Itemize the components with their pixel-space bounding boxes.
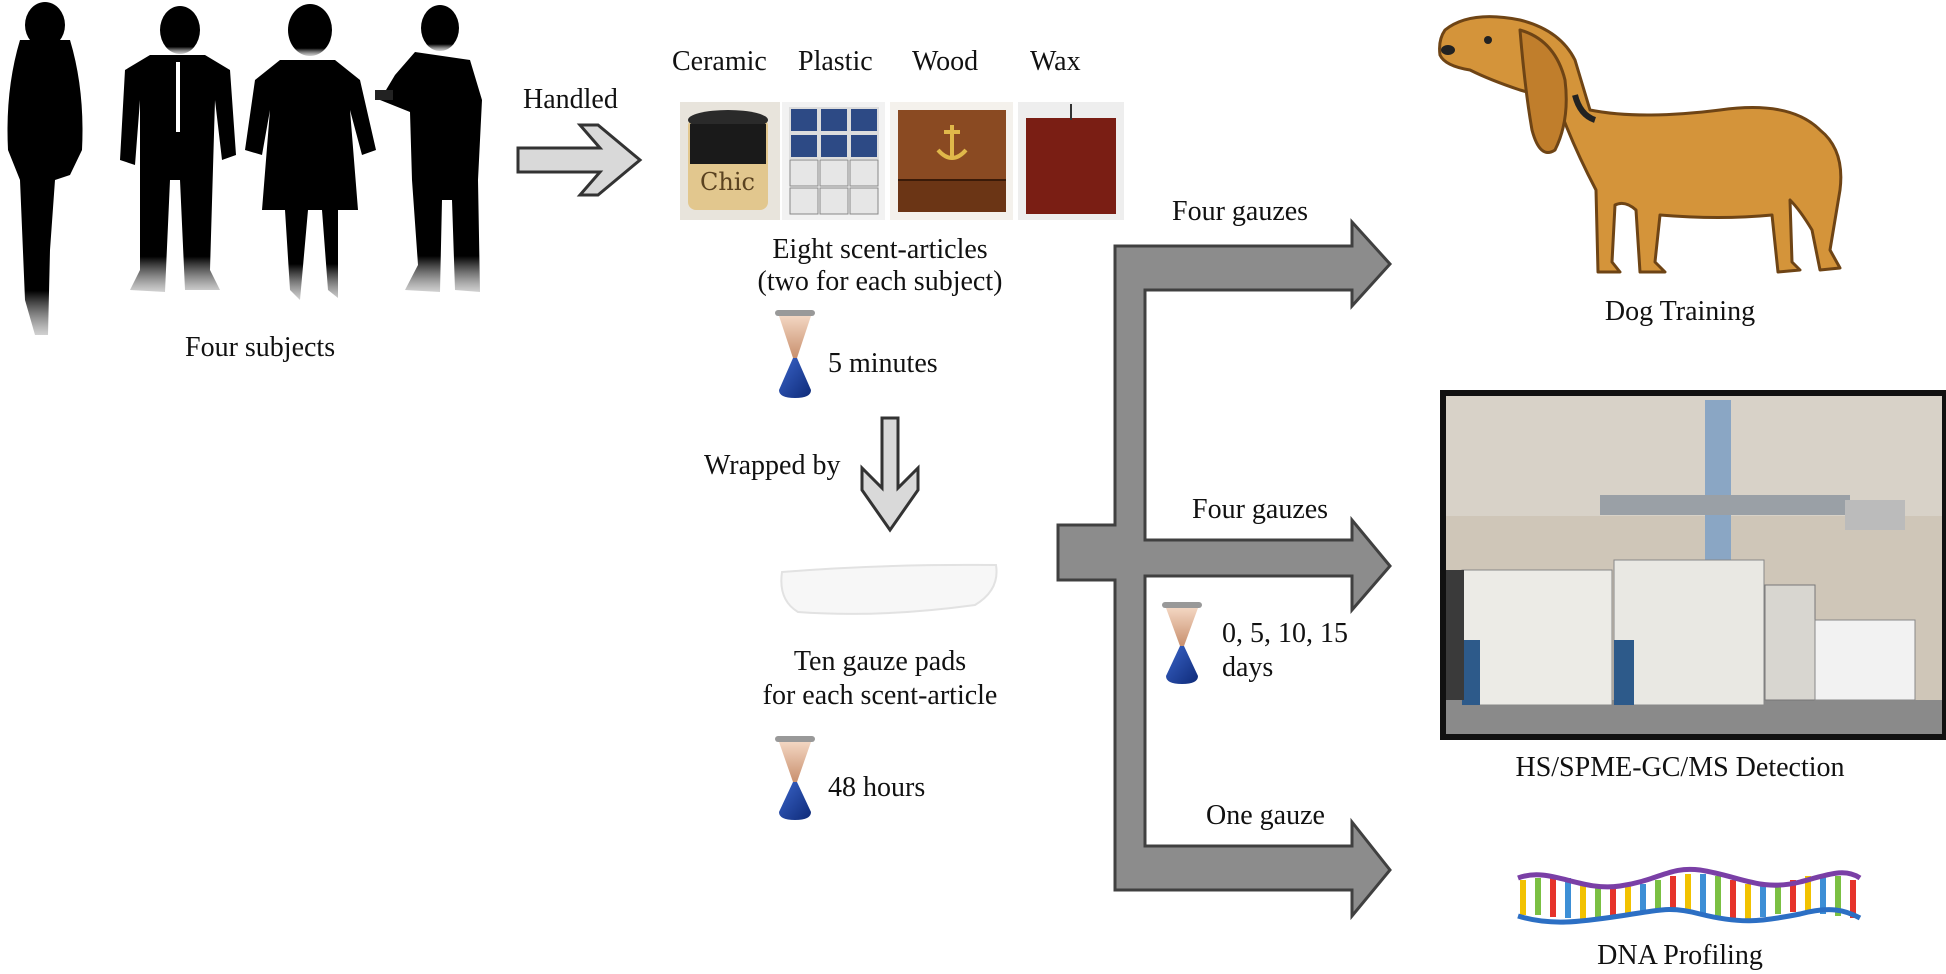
wax-cube-photo — [1018, 102, 1124, 220]
branch-middle-label: Four gauzes — [1192, 494, 1329, 525]
subjects-label: Four subjects — [185, 332, 336, 363]
hourglass-icon-1 — [775, 310, 815, 398]
handled-label: Handled — [523, 84, 618, 115]
person-silhouette-1 — [7, 2, 83, 335]
svg-text:Chic: Chic — [700, 168, 755, 196]
gcms-instrument-photo — [1440, 390, 1946, 740]
scent-articles-line1: Eight scent-articles — [772, 234, 988, 265]
wrapped-down-arrow — [860, 416, 920, 533]
gauze-pads-line1: Ten gauze pads — [793, 646, 967, 677]
timer-5-minutes-label: 5 minutes — [828, 348, 938, 379]
material-label-wood: Wood — [912, 46, 979, 77]
hourglass-icon-2 — [775, 736, 815, 820]
scent-articles-line2: (two for each subject) — [757, 266, 1003, 297]
gauze-pads-line2: for each scent-article — [762, 680, 998, 711]
aging-days-line1: 0, 5, 10, 15 — [1222, 618, 1348, 649]
material-label-wax: Wax — [1030, 46, 1081, 77]
person-silhouette-3 — [245, 4, 376, 300]
material-label-plastic: Plastic — [798, 46, 873, 77]
aging-days-line2: days — [1222, 652, 1274, 683]
gcms-detection-label: HS/SPME-GC/MS Detection — [1515, 752, 1845, 783]
hourglass-icon-3 — [1162, 602, 1202, 684]
material-label-ceramic: Ceramic — [672, 46, 767, 77]
dog-illustration — [1438, 15, 1843, 274]
dna-profiling-label: DNA Profiling — [1597, 940, 1763, 971]
person-silhouette-4 — [375, 5, 482, 292]
wood-box-photo — [890, 102, 1013, 220]
person-silhouette-2 — [120, 6, 236, 292]
timer-48-hours-label: 48 hours — [828, 772, 926, 803]
dog-training-label: Dog Training — [1604, 296, 1756, 327]
gauze-pad-image — [780, 563, 998, 615]
plastic-cube-photo — [782, 102, 885, 220]
handled-arrow — [516, 123, 643, 197]
ceramic-mug-photo: Chic — [680, 102, 780, 220]
branch-bottom-label: One gauze — [1206, 800, 1325, 831]
dna-helix-icon — [1517, 866, 1862, 925]
branch-top-label: Four gauzes — [1172, 196, 1309, 227]
branching-arrow — [1056, 218, 1393, 921]
wrapped-by-label: Wrapped by — [704, 450, 841, 481]
